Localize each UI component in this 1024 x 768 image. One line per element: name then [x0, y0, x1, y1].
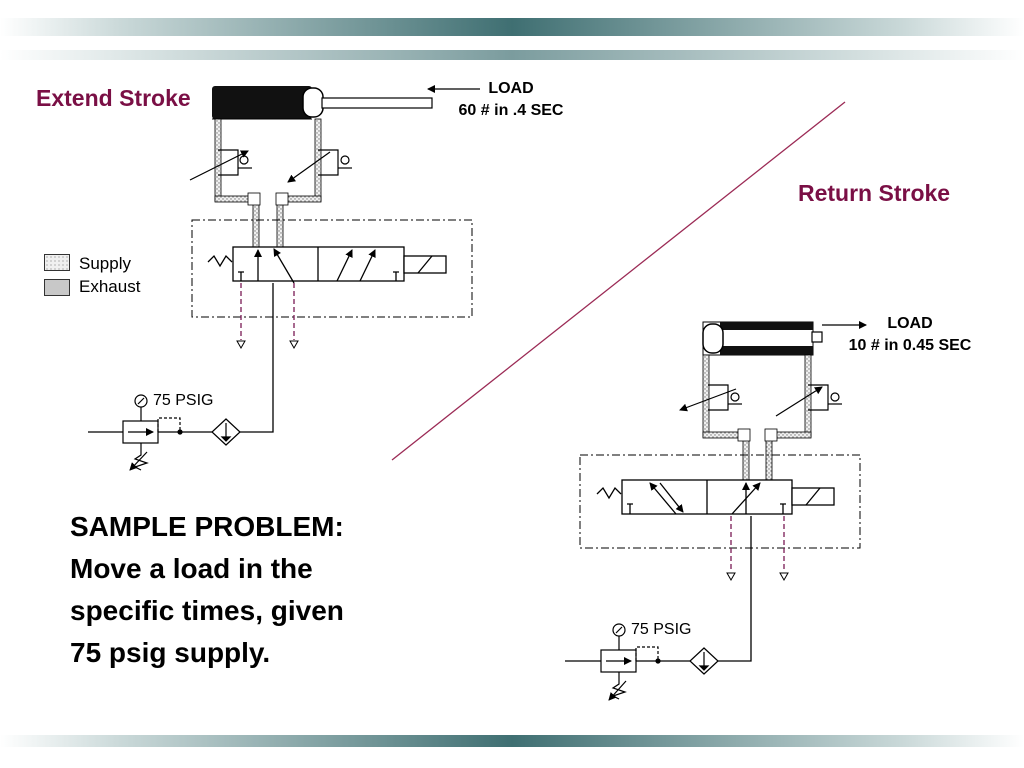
legend-supply-swatch: [44, 254, 70, 271]
return-exhaust-ports: [726, 572, 789, 582]
return-pressure-label: 75 PSIG: [631, 621, 692, 638]
problem-statement: SAMPLE PROBLEM: Move a load in the speci…: [70, 506, 430, 674]
header-band-thin: [0, 50, 1024, 60]
return-stroke-circuit: [565, 321, 867, 701]
return-stroke-title: Return Stroke: [798, 180, 951, 206]
extend-pipes: [214, 118, 322, 249]
extend-stroke-circuit: [88, 85, 480, 471]
return-load-spec: 10 # in 0.45 SEC: [848, 337, 972, 354]
return-supply-line: [718, 516, 752, 662]
extend-flow-controls: [189, 149, 352, 183]
extend-load-spec: 60 # in .4 SEC: [458, 102, 564, 119]
legend-exhaust-label: Exhaust: [79, 277, 141, 296]
divider-line: [391, 101, 846, 461]
extend-valve-enclosure: [191, 219, 473, 318]
extend-exhaust-ports: [236, 340, 299, 350]
return-valve: [596, 479, 835, 515]
problem-line-1: SAMPLE PROBLEM:: [70, 511, 344, 542]
return-load-annotation: LOAD 10 # in 0.45 SEC: [830, 313, 990, 357]
return-valve-enclosure: [579, 454, 861, 549]
extend-load-annotation: LOAD 60 # in .4 SEC: [440, 78, 582, 122]
extend-stroke-title: Extend Stroke: [36, 85, 191, 111]
extend-supply-line: [240, 283, 274, 433]
return-regulator: [600, 623, 661, 701]
extend-filter: [211, 418, 241, 446]
extend-exhaust-lines: [240, 283, 295, 340]
header-band-top: [0, 18, 1024, 36]
extend-pressure-label: 75 PSIG: [153, 392, 214, 409]
problem-line-4: 75 psig supply.: [70, 637, 271, 668]
extend-valve: [207, 246, 447, 284]
legend-exhaust-swatch: [44, 279, 70, 296]
problem-line-2: Move a load in the: [70, 553, 313, 584]
extend-regulator: [122, 394, 183, 471]
extend-cylinder: [212, 86, 433, 120]
return-filter: [689, 647, 719, 675]
return-cylinder: [702, 321, 823, 356]
return-exhaust-lines: [730, 516, 785, 572]
extend-load-label: LOAD: [488, 80, 534, 97]
return-load-label: LOAD: [887, 315, 933, 332]
problem-line-3: specific times, given: [70, 595, 344, 626]
return-flow-controls: [679, 384, 842, 417]
return-pipes: [702, 354, 812, 483]
footer-band: [0, 735, 1024, 747]
legend-supply-label: Supply: [79, 254, 131, 273]
